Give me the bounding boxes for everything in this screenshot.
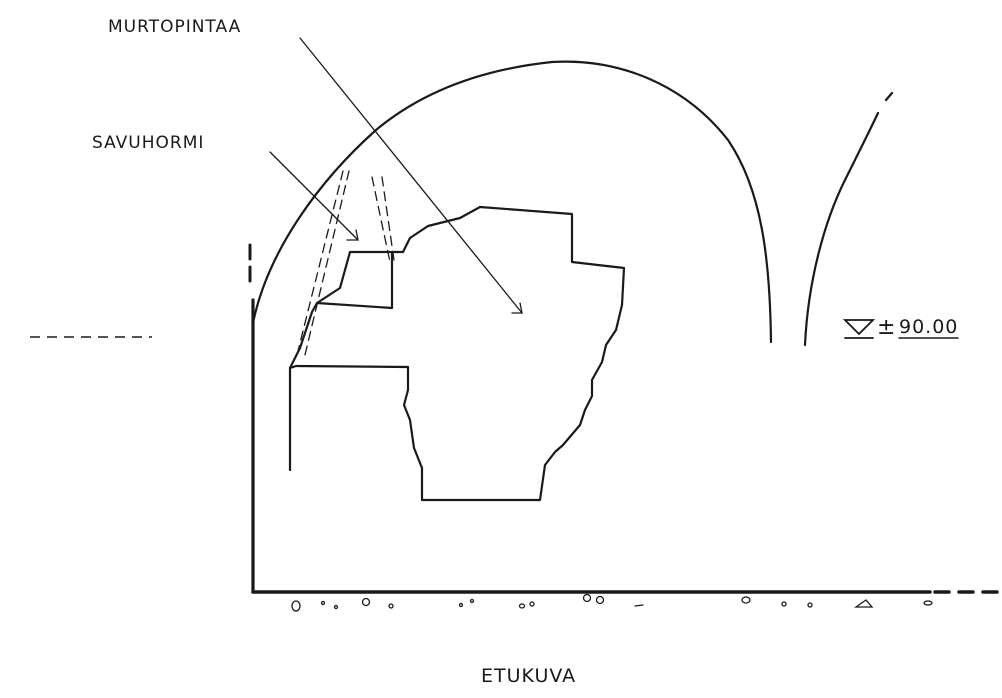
view-title: ETUKUVA <box>481 665 576 687</box>
chimney-dashed-lines <box>295 170 395 360</box>
fracture-surface-label: MURTOPINTAA <box>108 17 241 37</box>
elevation-marker: ± 90.00 <box>842 315 959 340</box>
right-arch <box>803 111 880 347</box>
ground-stones <box>291 593 933 612</box>
chimney-label: SAVUHORMI <box>92 133 204 153</box>
right-arch-tick <box>884 91 894 102</box>
chimney-leader-arrow <box>346 229 359 241</box>
elevation-triangle-icon <box>842 319 876 336</box>
fracture-surface-outline <box>288 205 626 502</box>
elevation-value: 90.00 <box>899 316 958 338</box>
elevation-sign: ± <box>877 315 896 340</box>
fracture-leader-line <box>299 37 523 314</box>
dome-outline <box>251 60 773 344</box>
chimney-leader-line <box>269 151 359 241</box>
fracture-leader-arrow <box>511 302 523 314</box>
